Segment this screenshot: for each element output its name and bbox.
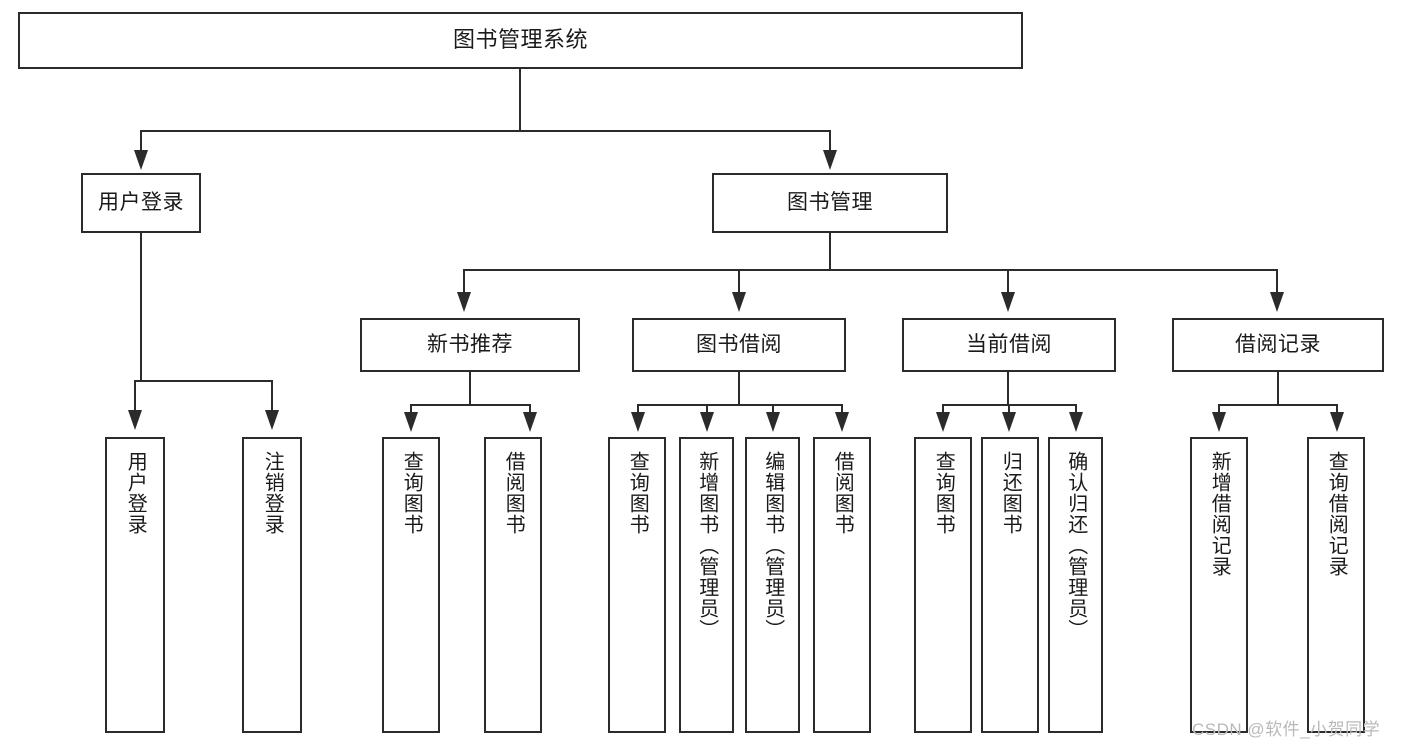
leaf-new-book-borrow[interactable]: 借阅图书 [484, 437, 542, 733]
arrowhead-borrow-book-leaf-1 [631, 412, 645, 432]
connector-root-stem [519, 69, 521, 131]
node-label: 查询图书 [626, 451, 649, 535]
connector-borrow-book-drop-2 [706, 404, 708, 416]
node-label: 新增图书（管理员） [695, 451, 718, 640]
leaf-current-borrow-query[interactable]: 查询图书 [914, 437, 972, 733]
node-book-management[interactable]: 图书管理 [712, 173, 948, 233]
arrowhead-new-book-leaf-2 [523, 412, 537, 432]
arrowhead-root-to-user-login [134, 150, 148, 170]
connector-borrow-record-stem [1277, 372, 1279, 406]
node-root-system[interactable]: 图书管理系统 [18, 12, 1023, 69]
leaf-user-login-logout[interactable]: 注销登录 [242, 437, 302, 733]
connector-borrow-book-drop-1 [637, 404, 639, 416]
node-label: 用户登录 [98, 191, 184, 215]
connector-current-borrow-stem [1007, 372, 1009, 406]
node-label: 图书管理 [787, 191, 873, 215]
node-label: 查询图书 [932, 451, 955, 535]
node-label: 新书推荐 [427, 333, 513, 357]
connector-book-manage-drop-2 [738, 269, 740, 294]
node-label: 图书管理系统 [452, 27, 588, 53]
connector-user-login-drop-1 [134, 380, 136, 412]
leaf-borrow-book-add-admin[interactable]: 新增图书（管理员） [679, 437, 734, 733]
connector-current-borrow-drop-1 [942, 404, 944, 416]
arrowhead-book-manage-to-new-book [457, 292, 471, 312]
connector-book-manage-drop-3 [1007, 269, 1009, 294]
connector-new-book-drop-1 [410, 404, 412, 416]
connector-current-borrow-drop-3 [1075, 404, 1077, 416]
leaf-borrow-book-edit-admin[interactable]: 编辑图书（管理员） [745, 437, 800, 733]
arrowhead-current-borrow-leaf-2 [1002, 412, 1016, 432]
connector-new-book-drop-2 [529, 404, 531, 416]
node-label: 查询图书 [400, 451, 423, 535]
connector-current-borrow-drop-2 [1008, 404, 1010, 416]
connector-book-manage-drop-1 [463, 269, 465, 294]
node-label: 归还图书 [999, 451, 1022, 535]
node-label: 查询借阅记录 [1325, 451, 1348, 577]
arrowhead-borrow-record-leaf-1 [1212, 412, 1226, 432]
arrowhead-root-to-book-manage [823, 150, 837, 170]
node-label: 当前借阅 [966, 333, 1052, 357]
connector-user-login-stem [140, 233, 142, 381]
arrowhead-book-manage-to-borrow-book [732, 292, 746, 312]
connector-new-book-bus [410, 404, 531, 406]
connector-book-manage-bus [463, 269, 1278, 271]
arrowhead-book-manage-to-borrow-record [1270, 292, 1284, 312]
node-label: 用户登录 [124, 451, 147, 535]
node-label: 确认归还（管理员） [1064, 451, 1087, 640]
arrowhead-borrow-record-leaf-2 [1330, 412, 1344, 432]
connector-new-book-stem [469, 372, 471, 406]
arrowhead-current-borrow-leaf-1 [936, 412, 950, 432]
leaf-current-borrow-confirm-admin[interactable]: 确认归还（管理员） [1048, 437, 1103, 733]
connector-borrow-record-drop-2 [1336, 404, 1338, 416]
connector-user-login-bus [134, 380, 273, 382]
connector-borrow-record-bus [1218, 404, 1338, 406]
node-label: 借阅图书 [502, 451, 525, 535]
leaf-borrow-record-add[interactable]: 新增借阅记录 [1190, 437, 1248, 733]
leaf-borrow-book-borrow[interactable]: 借阅图书 [813, 437, 871, 733]
connector-book-manage-drop-4 [1276, 269, 1278, 294]
node-label: 借阅图书 [831, 451, 854, 535]
leaf-current-borrow-return[interactable]: 归还图书 [981, 437, 1039, 733]
arrowhead-current-borrow-leaf-3 [1069, 412, 1083, 432]
connector-root-drop-1 [140, 130, 142, 152]
node-label: 注销登录 [261, 451, 284, 535]
arrowhead-user-login-leaf-1 [128, 410, 142, 430]
arrowhead-borrow-book-leaf-4 [835, 412, 849, 432]
leaf-borrow-record-query[interactable]: 查询借阅记录 [1307, 437, 1365, 733]
node-label: 借阅记录 [1235, 333, 1321, 357]
node-borrow-record[interactable]: 借阅记录 [1172, 318, 1384, 372]
connector-borrow-record-drop-1 [1218, 404, 1220, 416]
leaf-new-book-query[interactable]: 查询图书 [382, 437, 440, 733]
connector-borrow-book-drop-4 [841, 404, 843, 416]
node-new-book-recommend[interactable]: 新书推荐 [360, 318, 580, 372]
arrowhead-new-book-leaf-1 [404, 412, 418, 432]
arrowhead-user-login-leaf-2 [265, 410, 279, 430]
arrowhead-borrow-book-leaf-3 [766, 412, 780, 432]
node-label: 编辑图书（管理员） [761, 451, 784, 640]
connector-borrow-book-drop-3 [772, 404, 774, 416]
arrowhead-book-manage-to-current-borrow [1001, 292, 1015, 312]
node-label: 新增借阅记录 [1208, 451, 1231, 577]
connector-borrow-book-stem [738, 372, 740, 406]
arrowhead-borrow-book-leaf-2 [700, 412, 714, 432]
node-current-borrow[interactable]: 当前借阅 [902, 318, 1116, 372]
connector-root-drop-2 [829, 130, 831, 152]
node-label: 图书借阅 [696, 333, 782, 357]
connector-user-login-drop-2 [271, 380, 273, 412]
node-user-login[interactable]: 用户登录 [81, 173, 201, 233]
connector-borrow-book-bus [637, 404, 843, 406]
node-book-borrow[interactable]: 图书借阅 [632, 318, 846, 372]
leaf-borrow-book-query[interactable]: 查询图书 [608, 437, 666, 733]
connector-book-manage-stem [829, 233, 831, 271]
leaf-user-login-login[interactable]: 用户登录 [105, 437, 165, 733]
connector-root-bus [140, 130, 830, 132]
